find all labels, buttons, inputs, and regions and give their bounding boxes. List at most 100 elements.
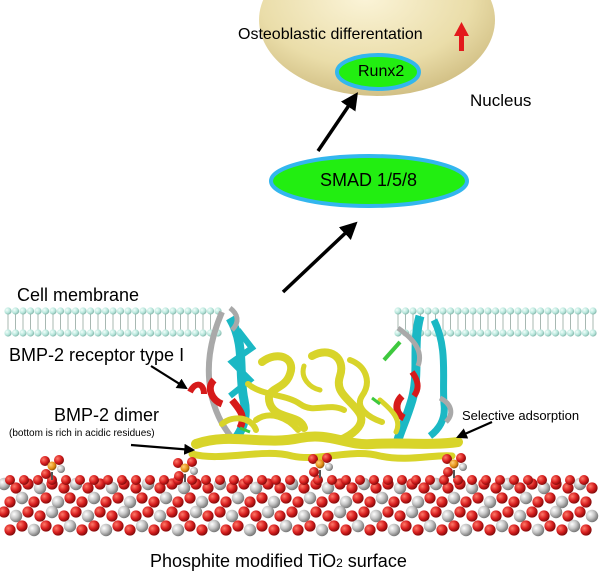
selective-adsorption-label: Selective adsorption bbox=[462, 408, 580, 423]
lipid-head bbox=[101, 329, 110, 337]
lipid-head bbox=[566, 329, 575, 337]
oxygen-atom bbox=[346, 482, 358, 494]
titanium-atom bbox=[81, 509, 95, 523]
titanium-atom bbox=[555, 495, 569, 509]
oxygen-atom bbox=[537, 475, 547, 485]
titanium-atom bbox=[297, 509, 311, 523]
lipid-head bbox=[19, 329, 27, 337]
oxygen-atom bbox=[19, 475, 29, 485]
oxygen-atom bbox=[400, 520, 412, 532]
oxygen-atom bbox=[424, 492, 436, 504]
lipid-head bbox=[64, 307, 72, 315]
lipid-head bbox=[26, 307, 35, 315]
oxygen-atom bbox=[400, 492, 412, 504]
oxygen-atom bbox=[586, 482, 598, 494]
oxygen-atom bbox=[178, 510, 190, 522]
oxygen-atom bbox=[341, 475, 351, 485]
oxygen-atom bbox=[220, 524, 232, 536]
oxygen-atom bbox=[436, 496, 448, 508]
oxygen-atom bbox=[472, 492, 484, 504]
lipid-head bbox=[409, 307, 417, 315]
oxygen-atom bbox=[112, 492, 124, 504]
oxygen-atom bbox=[412, 524, 424, 536]
lipid-head bbox=[11, 307, 20, 315]
lipid-head bbox=[64, 329, 72, 337]
oxygen-atom bbox=[274, 482, 286, 494]
lipid-head bbox=[41, 329, 50, 337]
lipid-head bbox=[191, 307, 200, 315]
oxygen-atom bbox=[88, 520, 100, 532]
receptor-label: BMP-2 receptor type I bbox=[9, 345, 185, 365]
oxygen-atom bbox=[299, 475, 309, 485]
titanium-atom bbox=[243, 523, 257, 537]
surface-label: Phosphite modified TiO2 surface bbox=[150, 551, 407, 571]
titanium-atom bbox=[393, 481, 407, 495]
titanium-atom bbox=[333, 505, 347, 519]
lipid-head bbox=[161, 329, 170, 337]
cell-membrane-label: Cell membrane bbox=[17, 285, 140, 305]
oxygen-atom bbox=[369, 475, 379, 485]
lipid-head bbox=[41, 307, 50, 315]
oxygen-atom bbox=[5, 475, 15, 485]
arrow-dimer-label bbox=[130, 443, 196, 455]
red-up-arrow-icon bbox=[454, 22, 469, 51]
lipid-head bbox=[454, 329, 462, 337]
oxygen-atom bbox=[52, 524, 64, 536]
titanium-atom bbox=[135, 519, 149, 533]
oxygen-atom bbox=[256, 492, 268, 504]
oxygen-atom bbox=[145, 475, 155, 485]
lipid-head bbox=[499, 307, 507, 315]
oxygen-atom bbox=[232, 520, 244, 532]
lipid-head bbox=[446, 307, 455, 315]
oxygen-atom bbox=[562, 482, 574, 494]
lipid-head bbox=[56, 329, 65, 337]
oxygen-atom bbox=[10, 482, 22, 494]
oxygen-atom bbox=[574, 506, 586, 518]
nucleus-label: Nucleus bbox=[470, 91, 532, 110]
oxygen-atom bbox=[172, 496, 184, 508]
oxygen-atom bbox=[562, 510, 574, 522]
titanium-atom bbox=[171, 523, 185, 537]
lipid-head bbox=[431, 307, 440, 315]
oxygen-atom bbox=[202, 510, 214, 522]
titanium-atom bbox=[411, 495, 425, 509]
runx2-oval bbox=[335, 53, 421, 91]
phosphite-group bbox=[40, 455, 65, 480]
titanium-atom bbox=[351, 519, 365, 533]
titanium-atom bbox=[231, 491, 245, 505]
oxygen-atom bbox=[382, 506, 394, 518]
oxygen-atom bbox=[532, 496, 544, 508]
lipid-head bbox=[461, 329, 470, 337]
oxygen-atom bbox=[142, 506, 154, 518]
oxygen-atom bbox=[286, 506, 298, 518]
oxygen-atom bbox=[33, 475, 43, 485]
lipid-head bbox=[551, 307, 560, 315]
titanium-atom bbox=[27, 523, 41, 537]
titanium-atom bbox=[117, 505, 131, 519]
titanium-atom bbox=[189, 505, 203, 519]
titanium-atom bbox=[261, 505, 275, 519]
oxygen-atom bbox=[292, 496, 304, 508]
oxygen-atom bbox=[0, 506, 10, 518]
cell-membrane-bilayer bbox=[4, 307, 597, 337]
lipid-head bbox=[574, 307, 582, 315]
oxygen-atom bbox=[201, 475, 211, 485]
oxygen-atom bbox=[383, 475, 393, 485]
receptor-right bbox=[382, 314, 454, 442]
oxygen-atom bbox=[340, 524, 352, 536]
oxygen-atom bbox=[454, 506, 466, 518]
oxygen-atom bbox=[556, 524, 568, 536]
lipid-head bbox=[206, 307, 215, 315]
oxygen-atom bbox=[274, 510, 286, 522]
lipid-head bbox=[139, 329, 147, 337]
oxygen-atom bbox=[285, 475, 295, 485]
oxygen-atom bbox=[508, 524, 520, 536]
lipid-head bbox=[476, 307, 485, 315]
titanium-atom bbox=[63, 519, 77, 533]
oxygen-atom bbox=[352, 492, 364, 504]
runx2-label: Runx2 bbox=[358, 63, 405, 80]
oxygen-atom bbox=[292, 524, 304, 536]
lipid-head bbox=[394, 307, 402, 315]
titanium-atom bbox=[465, 481, 479, 495]
lipid-head bbox=[71, 307, 80, 315]
